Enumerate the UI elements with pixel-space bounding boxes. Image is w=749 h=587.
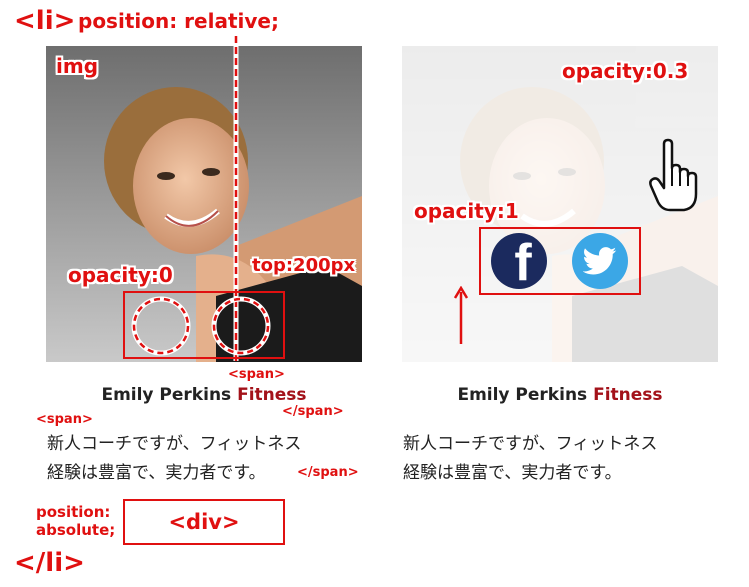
right-coach-name: Emily Perkins Fitness: [400, 385, 720, 405]
right-name-accent: Fitness: [593, 385, 663, 405]
facebook-icon: f: [514, 234, 532, 289]
left-coach-photo: [46, 46, 362, 362]
left-name-main: Emily Perkins: [101, 385, 232, 405]
right-name-main: Emily Perkins: [457, 385, 588, 405]
span-open-mid-tag: <span>: [228, 367, 285, 382]
top-path-dashed-line: [233, 36, 239, 361]
opacity-1-label: opacity:1: [414, 199, 519, 223]
twitter-icon: [583, 247, 617, 275]
right-photo-graphic: [402, 46, 718, 362]
opacity-0-3-label: opacity:0.3: [562, 59, 689, 83]
opacity-0-label: opacity:0: [68, 263, 173, 287]
position-absolute-label-1: position:: [36, 503, 111, 521]
twitter-button[interactable]: [572, 233, 628, 289]
right-desc-line1: 新人コーチですが、フィットネス: [403, 434, 658, 454]
li-close-tag: </li>: [14, 548, 85, 578]
span-close-mid-tag: </span>: [282, 404, 344, 419]
span-open-left-tag: <span>: [36, 412, 93, 427]
li-open-tag: <li>: [14, 6, 76, 36]
position-absolute-label-2: absolute;: [36, 521, 116, 539]
left-name-accent: Fitness: [237, 385, 307, 405]
arrow-up-icon: [453, 286, 469, 344]
position-relative-label: position: relative;: [78, 9, 279, 33]
hidden-icon-circles: [131, 296, 271, 356]
div-box: <div>: [123, 499, 285, 545]
right-coach-photo[interactable]: [402, 46, 718, 362]
div-tag: <div>: [168, 510, 240, 534]
hand-cursor-icon: [649, 138, 698, 212]
social-icons-box: [479, 227, 641, 295]
span-icons-box: [123, 291, 285, 359]
left-desc-line2: 経験は豊富で、実力者です。: [47, 463, 266, 483]
span-close-right-tag: </span>: [297, 465, 359, 480]
right-coach-description: 新人コーチですが、フィットネス 経験は豊富で、実力者です。: [403, 430, 733, 488]
left-coach-name: Emily Perkins Fitness: [44, 385, 364, 405]
facebook-button[interactable]: f: [491, 233, 547, 289]
left-photo-graphic: [46, 46, 362, 362]
left-coach-description: 新人コーチですが、フィットネス 経験は豊富で、実力者です。: [47, 430, 377, 488]
top-200px-label: top:200px: [252, 255, 356, 276]
right-desc-line2: 経験は豊富で、実力者です。: [403, 463, 622, 483]
img-label: img: [56, 54, 99, 78]
left-desc-line1: 新人コーチですが、フィットネス: [47, 434, 302, 454]
